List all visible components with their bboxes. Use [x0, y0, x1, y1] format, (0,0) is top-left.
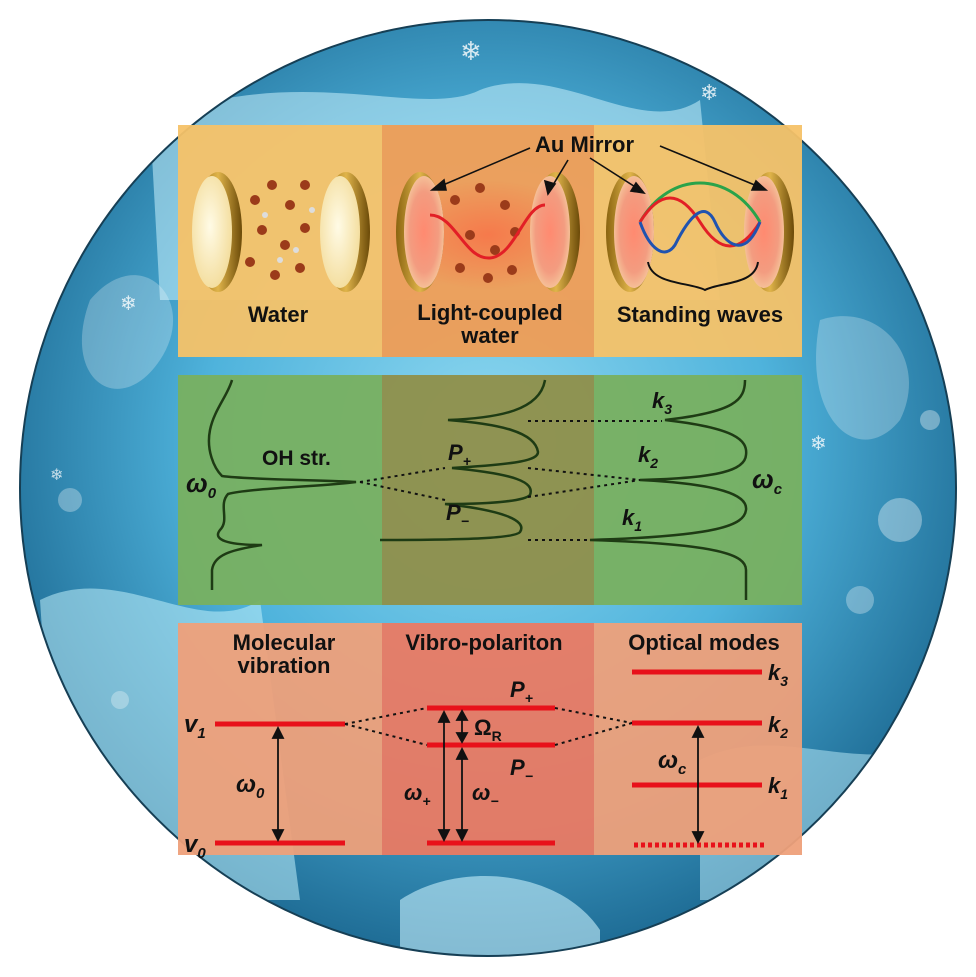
au-mirror-label: Au Mirror	[535, 132, 634, 157]
vibro-polariton-title: Vibro-polariton	[405, 630, 562, 655]
omegac-level-label: ωc	[658, 747, 687, 778]
p-plus-level-label: P+	[510, 677, 533, 706]
top-panel: Au Mirror Water Light-coupled water Stan…	[178, 125, 802, 357]
svg-text:❄: ❄	[120, 293, 137, 315]
svg-text:❄: ❄	[460, 36, 482, 66]
middle-panel-center	[382, 375, 594, 605]
mirror-left-3	[606, 172, 654, 292]
mirror-right-1	[320, 172, 370, 292]
svg-text:❄: ❄	[810, 433, 827, 455]
oh-stretch-label: OH str.	[262, 447, 331, 470]
mirror-left-2	[396, 172, 444, 292]
k1-level-label: k1	[768, 773, 788, 802]
middle-dotted-links	[359, 420, 662, 541]
standing-waves-label: Standing waves	[617, 302, 783, 327]
water-molecules-1	[245, 180, 315, 280]
bottom-panel: Molecular vibration Vibro-polariton Opti…	[178, 623, 802, 862]
bottom-arrows	[271, 709, 705, 845]
v1-label: v1	[184, 711, 206, 742]
energy-levels	[215, 669, 764, 848]
k1-spectrum-label: k1	[622, 505, 642, 534]
molecular-vibration-line2: vibration	[238, 653, 331, 678]
k3-level-label: k3	[768, 660, 788, 689]
oh-spectrum-curve	[207, 379, 357, 590]
v0-label: v0	[184, 831, 206, 862]
omegaR-label: ΩR	[474, 715, 502, 744]
bottom-dotted-links	[344, 707, 633, 746]
standing-wave-red	[638, 196, 762, 248]
k2-spectrum-label: k2	[638, 442, 658, 471]
middle-panel-right	[594, 375, 802, 605]
bottom-panel-center	[382, 623, 594, 855]
water-label: Water	[248, 302, 309, 327]
standing-waves-bracket	[647, 261, 759, 292]
optical-modes-title: Optical modes	[628, 630, 780, 655]
svg-text:❄: ❄	[700, 80, 718, 105]
molecular-vibration-line1: Molecular	[233, 630, 336, 655]
bottom-panel-left	[178, 623, 382, 855]
light-wave-red	[429, 203, 546, 260]
middle-panel: ω0 OH str. P+ P− k3 k2 k1 ωc	[178, 375, 802, 605]
standing-wave-blue	[638, 210, 762, 254]
mirror-arrows	[429, 145, 769, 196]
polariton-spectrum-curve	[379, 379, 547, 542]
water-molecules-2	[450, 183, 520, 283]
omega-plus-label: ω+	[404, 780, 431, 809]
svg-text:❄: ❄	[50, 467, 63, 484]
mirror-left-1	[192, 172, 242, 292]
p-minus-spectrum-label: P−	[446, 500, 469, 529]
k2-level-label: k2	[768, 712, 788, 741]
light-coupled-label-line2: water	[460, 323, 519, 348]
k3-spectrum-label: k3	[652, 388, 672, 417]
omega0-level-label: ω0	[236, 771, 265, 802]
light-coupled-label-line1: Light-coupled	[417, 300, 562, 325]
omega0-spectrum-label: ω0	[186, 468, 217, 502]
cavity-spectrum-curve	[589, 379, 748, 600]
p-minus-level-label: P−	[510, 755, 533, 784]
omega-minus-label: ω−	[472, 780, 499, 809]
p-plus-spectrum-label: P+	[448, 440, 471, 469]
omegac-spectrum-label: ωc	[752, 464, 783, 498]
mirror-right-2	[530, 172, 580, 292]
